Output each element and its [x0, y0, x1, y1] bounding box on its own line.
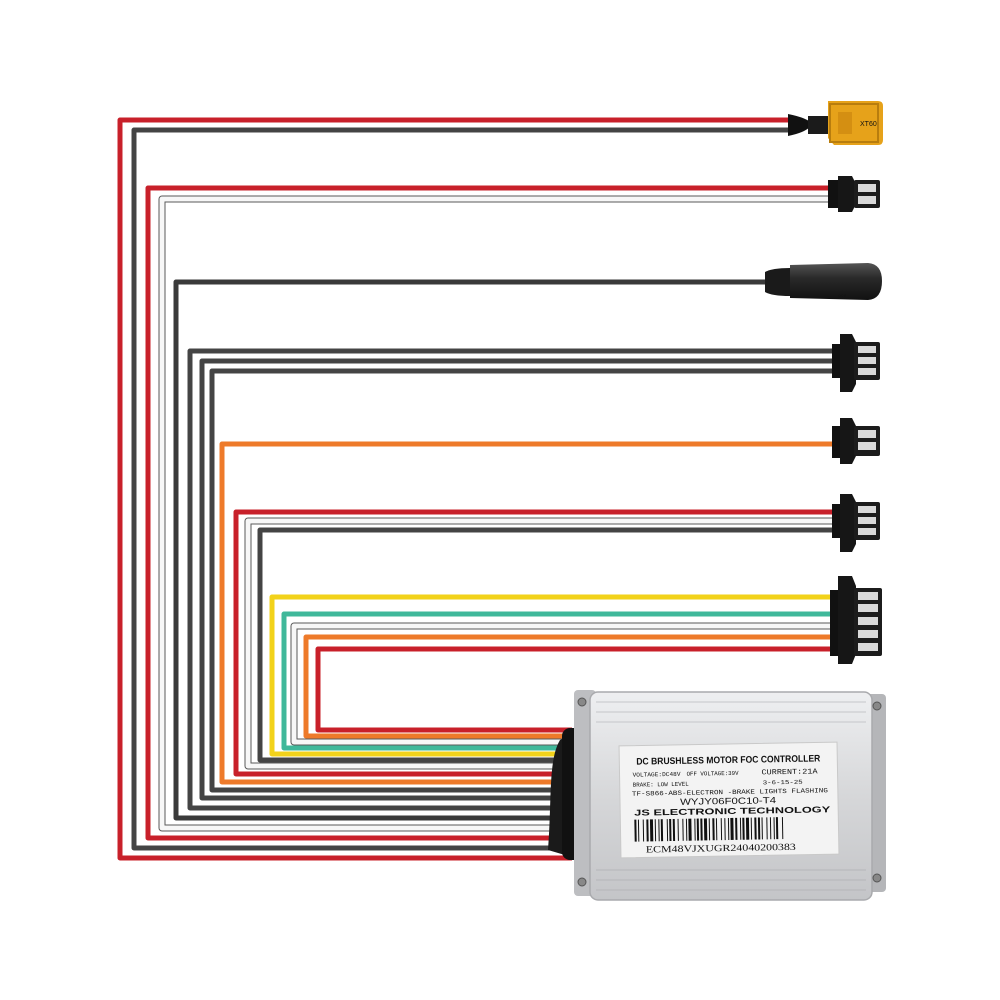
barcode-bar — [666, 819, 669, 842]
screw-icon — [577, 877, 587, 887]
barcode-bar — [685, 818, 688, 841]
barcode-bar — [672, 818, 676, 841]
barcode-bar — [750, 817, 753, 840]
wire-round-black — [173, 279, 770, 821]
wire-3pin-a-black-1 — [187, 348, 834, 811]
label-title: DC BRUSHLESS MOTOR FOC CONTROLLER — [636, 753, 820, 767]
xt60-power-connector: XT60 — [788, 101, 883, 145]
wire-5pin-red — [315, 646, 832, 733]
barcode-bar — [730, 817, 734, 840]
barcode-icon — [634, 817, 784, 842]
barcode-bar — [700, 818, 703, 841]
svg-text:XT60: XT60 — [860, 121, 877, 128]
wire-3pin-b-red — [233, 509, 834, 777]
barcode-bar — [682, 818, 684, 841]
barcode-bar — [712, 818, 715, 841]
wire-5pin-white-core — [291, 623, 832, 745]
barcode-bar — [642, 819, 645, 842]
barcode-bar — [708, 818, 711, 841]
label-serial: ECM48VJXUGR24040200383 — [646, 843, 796, 856]
barcode-bar — [658, 819, 660, 842]
wire-3pin-a-black-2 — [199, 358, 834, 801]
barcode-bar — [766, 817, 768, 840]
wire-5pin-orange — [303, 634, 832, 739]
barcode-bar — [773, 817, 775, 840]
barcode-bar — [742, 817, 745, 840]
label-features: TF-S866-ABS-ELECTRON -BRAKE LIGHTS FLASH… — [632, 787, 828, 797]
barcode-bar — [757, 817, 761, 840]
screw-icon — [872, 701, 882, 711]
wire-xt60-black — [131, 127, 790, 851]
wire-5pin-yellow — [269, 594, 832, 757]
label-voltage: VOLTAGE:DC48V — [632, 771, 681, 779]
screw-icon — [577, 697, 587, 707]
wire-3pin-b-white-core — [245, 518, 834, 769]
barcode-bar — [715, 818, 718, 841]
round-display-connector: ◦◦◦ — [765, 263, 882, 300]
barcode-bar — [634, 819, 637, 842]
barcode-bar — [761, 817, 763, 840]
3-pin-connector-b — [832, 494, 880, 552]
wire-2pin-a-red — [145, 185, 830, 841]
barcode-bar — [720, 818, 723, 841]
label-model: WYJY06F0C10-T4 — [680, 795, 776, 807]
2-pin-connector-a — [828, 176, 880, 212]
wire-xt60-red — [117, 117, 790, 861]
barcode-bar — [727, 818, 730, 841]
barcode-bar — [781, 817, 784, 840]
label-off-voltage: OFF VOLTAGE:39V — [686, 770, 738, 778]
barcode-bar — [696, 818, 700, 841]
barcode-bar — [677, 818, 679, 841]
barcode-bar — [769, 817, 772, 840]
controller-label: DC BRUSHLESS MOTOR FOC CONTROLLER VOLTAG… — [618, 741, 840, 859]
wire-3pin-b-black — [257, 527, 834, 763]
5-pin-motor-hall-connector — [830, 576, 882, 664]
3-pin-connector-a — [832, 334, 880, 392]
wire-3pin-a-black-3 — [209, 368, 834, 793]
barcode-bar — [703, 818, 708, 841]
label-date-code: 3-6-15-25 — [763, 779, 804, 787]
barcode-bar — [669, 819, 672, 842]
wire-5pin-green — [281, 611, 832, 751]
2-pin-connector-b — [832, 418, 880, 464]
barcode-bar — [745, 817, 750, 840]
barcode-bar — [649, 819, 654, 842]
barcode-bar — [754, 817, 757, 840]
barcode-bar — [724, 818, 726, 841]
wire-2pin-b-orange — [219, 441, 834, 785]
barcode-bar — [694, 818, 696, 841]
barcode-bar — [646, 819, 649, 842]
barcode-bar — [660, 819, 664, 842]
label-manufacturer: JS ELECTRONIC TECHNOLOGY — [634, 804, 831, 817]
wire-harness — [117, 117, 834, 861]
barcode-bar — [739, 817, 742, 840]
barcode-bar — [775, 817, 779, 840]
label-current: CURRENT:21A — [761, 768, 818, 777]
barcode-bar — [688, 818, 692, 841]
svg-text:◦◦◦: ◦◦◦ — [838, 291, 847, 300]
barcode-bar — [654, 819, 657, 842]
wire-2pin-a-white-core — [159, 196, 830, 831]
barcode-bar — [637, 819, 640, 842]
label-brake: BRAKE: LOW LEVEL — [633, 781, 690, 789]
screw-icon — [872, 873, 882, 883]
barcode-bar — [735, 817, 738, 840]
